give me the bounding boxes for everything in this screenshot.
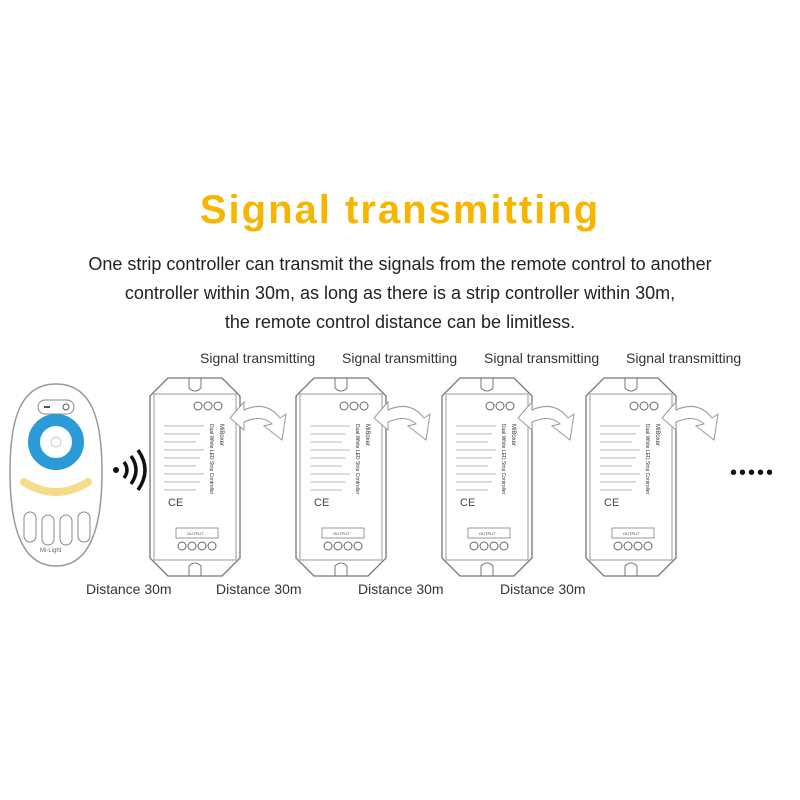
ce-mark: CE — [460, 497, 475, 509]
ce-mark: CE — [314, 497, 329, 509]
description-line: controller within 30m, as long as there … — [124, 283, 676, 303]
curved-arrow-icon — [516, 390, 576, 450]
controller-output: OUTPUT — [479, 531, 496, 536]
controller-name: Dual White LED Strip Controller — [644, 424, 650, 495]
signal-label: Signal transmitting — [484, 350, 600, 366]
description-line: the remote control distance can be limit… — [224, 312, 576, 332]
controller-output: OUTPUT — [333, 531, 350, 536]
distance-label: Distance 30m — [358, 581, 444, 597]
controller-name: Dual White LED Strip Controller — [500, 424, 506, 495]
curved-arrow-icon — [228, 390, 288, 450]
wireless-signal-icon — [113, 448, 147, 492]
curved-arrow-icon — [660, 390, 720, 450]
signal-label: Signal transmitting — [626, 350, 742, 366]
strip-controller-image: CE MiBoxer Dual White LED Strip Controll… — [582, 376, 680, 578]
distance-label: Distance 30m — [86, 581, 172, 597]
strip-controller-image: CE MiBoxer Dual White LED Strip Controll… — [438, 376, 536, 578]
description: One strip controller can transmit the si… — [0, 250, 800, 337]
controller-brand: MiBoxer — [510, 424, 516, 446]
distance-label: Distance 30m — [216, 581, 302, 597]
controller-output: OUTPUT — [623, 531, 640, 536]
ellipsis: ••••• — [730, 462, 776, 484]
page-title: Signal transmitting — [199, 188, 601, 232]
signal-label: Signal transmitting — [200, 350, 316, 366]
controller-name: Dual White LED Strip Controller — [208, 424, 214, 495]
controller-output: OUTPUT — [187, 531, 204, 536]
controller-brand: MiBoxer — [218, 424, 224, 446]
controller-brand: MiBoxer — [654, 424, 660, 446]
strip-controller-image: CE MiBoxer Dual White LED Strip Controll… — [146, 376, 244, 578]
description-line: One strip controller can transmit the si… — [88, 254, 712, 274]
remote-control-image — [9, 383, 103, 567]
ce-mark: CE — [168, 497, 183, 509]
strip-controller-image: CE MiBoxer Dual White LED Strip Controll… — [292, 376, 390, 578]
curved-arrow-icon — [372, 390, 432, 450]
distance-label: Distance 30m — [500, 581, 586, 597]
remote-brand: Mi-Light — [40, 548, 62, 554]
signal-label: Signal transmitting — [342, 350, 458, 366]
controller-name: Dual White LED Strip Controller — [354, 424, 360, 495]
controller-brand: MiBoxer — [364, 424, 370, 446]
ce-mark: CE — [604, 497, 619, 509]
